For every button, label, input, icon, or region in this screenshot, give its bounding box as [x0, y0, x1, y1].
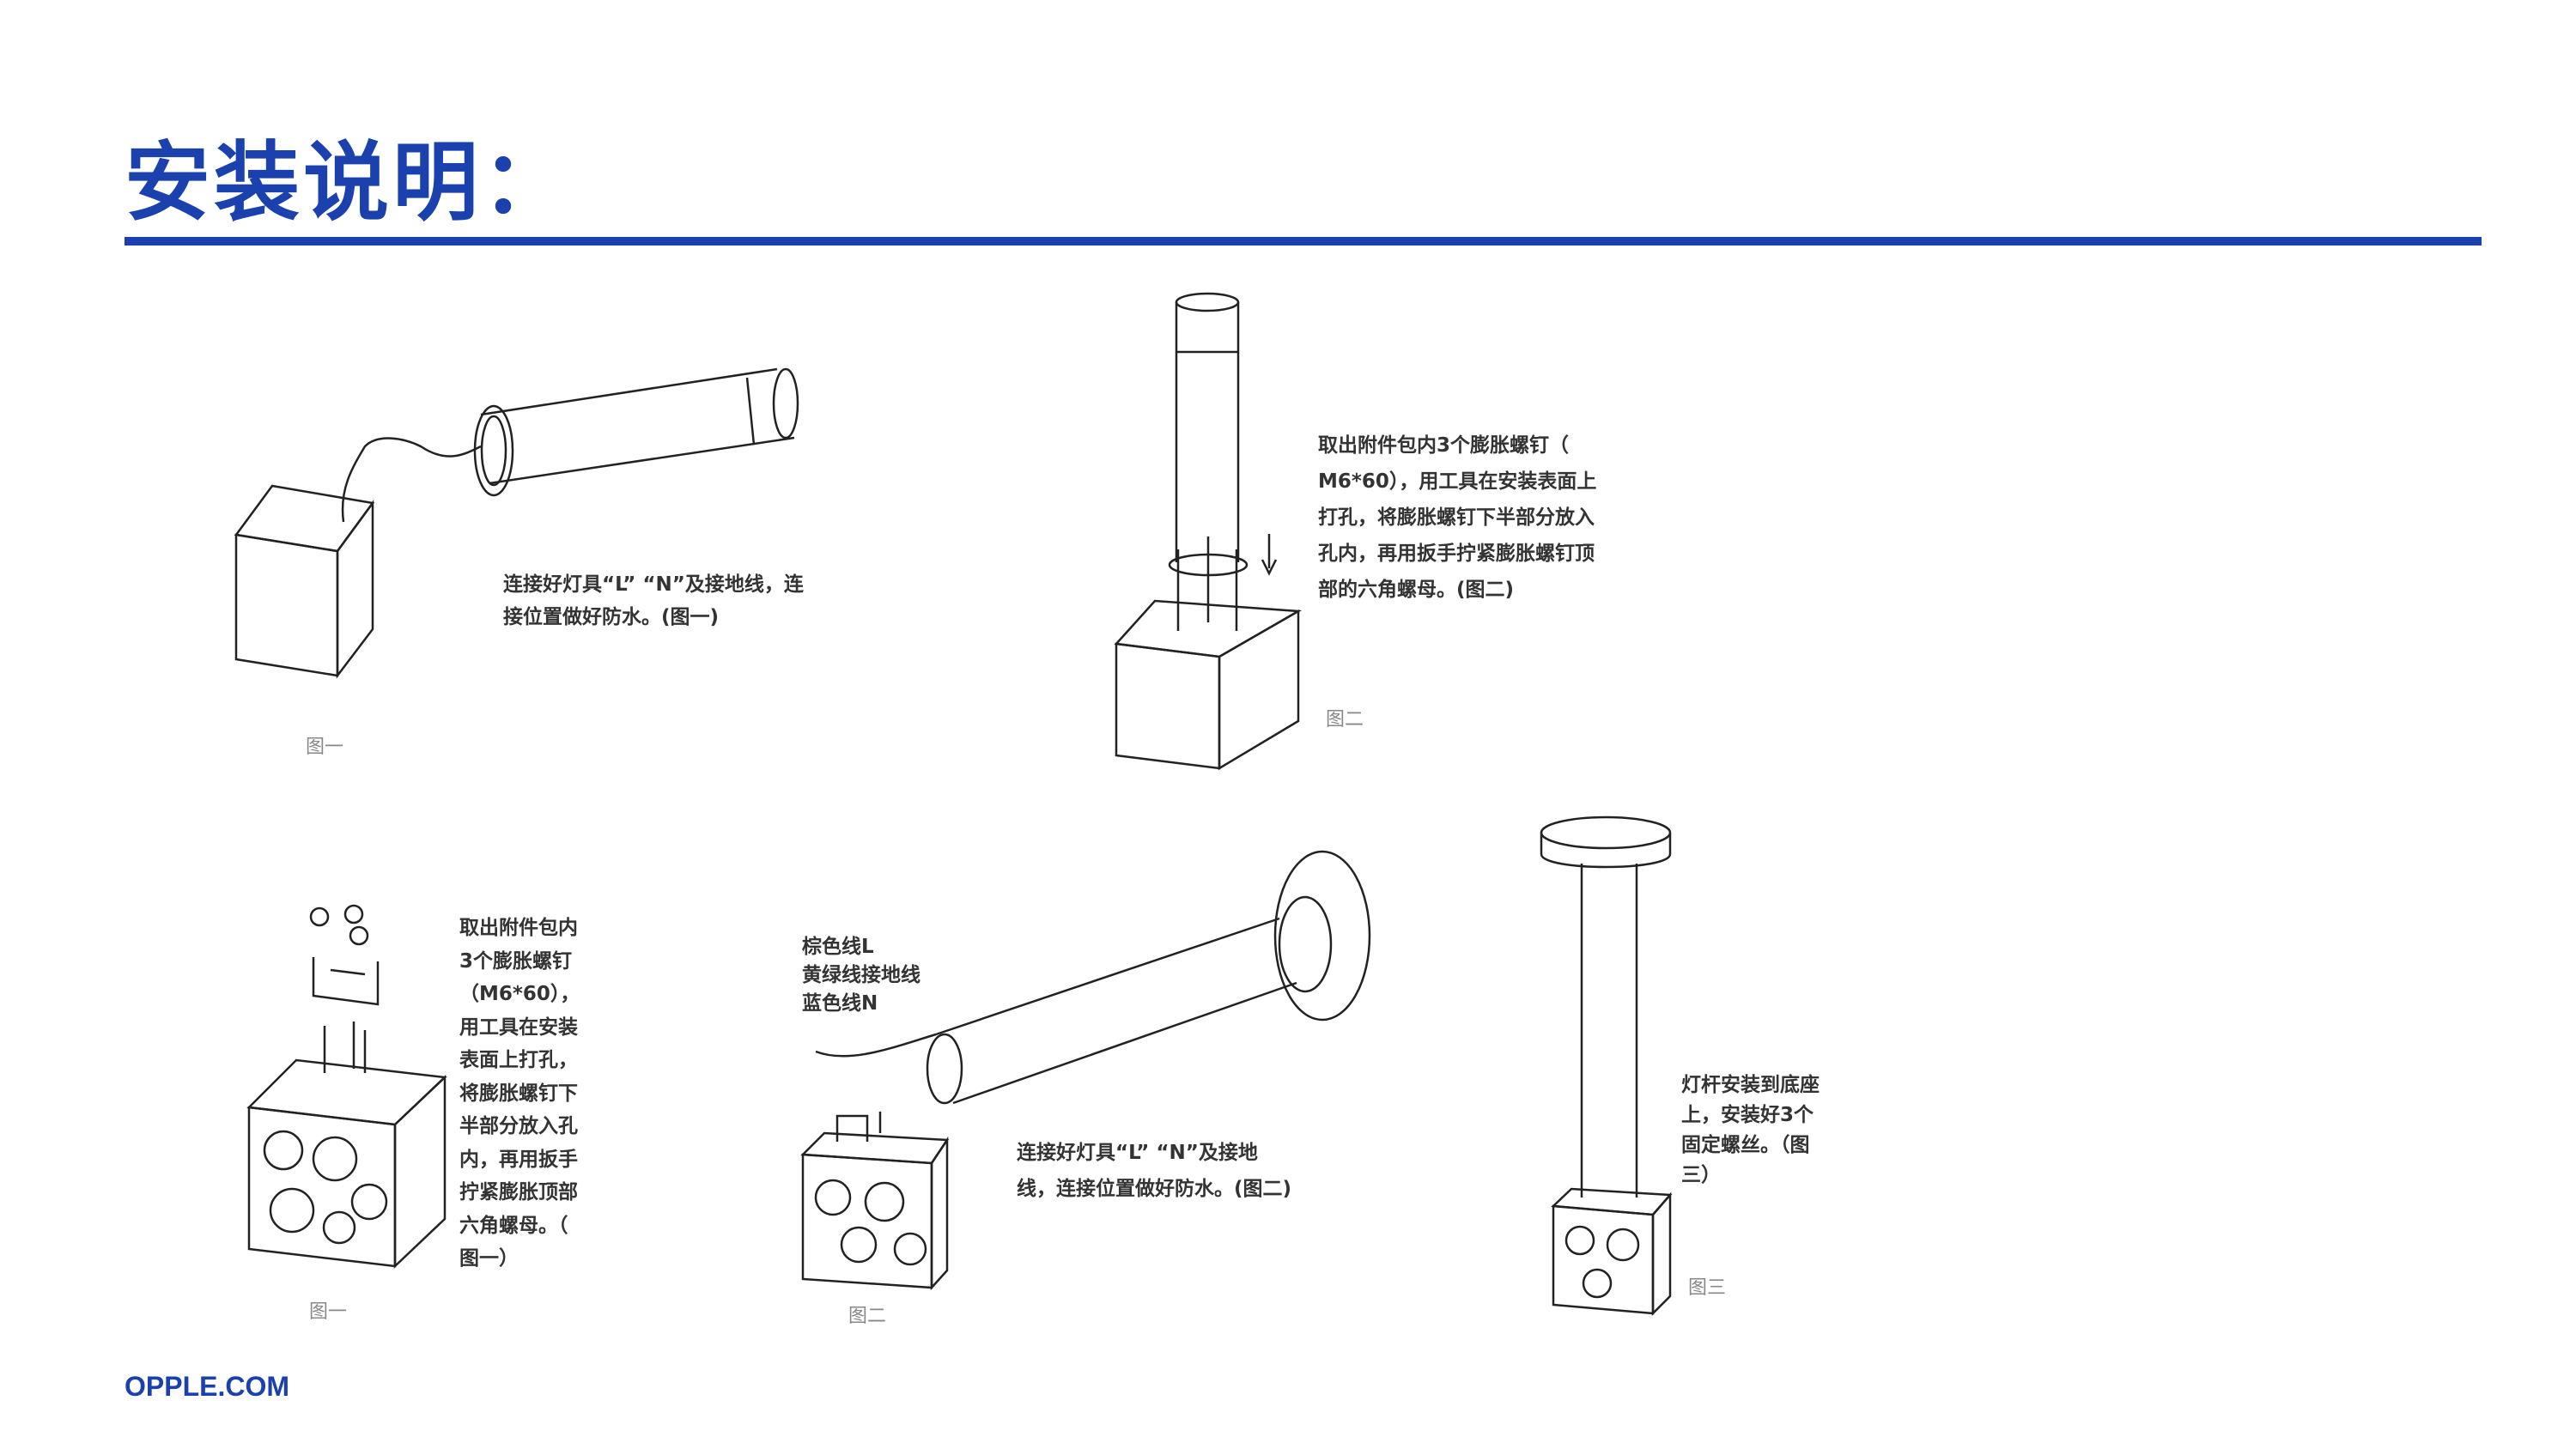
step1-text: 连接好灯具“L” “N”及接地线，连 接位置做好防水。(图一)	[503, 573, 804, 628]
step2-figure-label: 图二	[1326, 709, 1364, 731]
wire-labels: 棕色线L 黄绿线接地线 蓝色线N	[802, 936, 920, 1015]
step5-illustration	[1540, 815, 1673, 1317]
step4-illustration	[800, 850, 1371, 1291]
page-title: 安装说明：	[125, 132, 571, 233]
step3-illustration	[246, 904, 447, 1269]
step4-text: 连接好灯具“L” “N”及接地 线，连接位置做好防水。(图二)	[1017, 1142, 1292, 1200]
footer-brand: OPPLE.COM	[125, 1371, 290, 1402]
step2-illustration	[1114, 292, 1303, 771]
step5-text: 灯杆安装到底座 上，安装好3个 固定螺丝。（图 三）	[1681, 1074, 1820, 1186]
step1-figure-label: 图一	[306, 737, 344, 758]
step1-illustration	[234, 367, 799, 679]
step5-figure-label: 图三	[1688, 1277, 1727, 1299]
step3-text: 取出附件包内 3个膨胀螺钉 （M6*60）， 用工具在安装 表面上打孔， 将膨胀…	[459, 917, 580, 1270]
title-divider	[125, 237, 2482, 246]
step3-figure-label: 图一	[309, 1301, 348, 1323]
step2-text: 取出附件包内3个膨胀螺钉（ M6*60），用工具在安装表面上 打孔，将膨胀螺钉下…	[1318, 434, 1597, 601]
step4-figure-label: 图二	[848, 1306, 887, 1327]
